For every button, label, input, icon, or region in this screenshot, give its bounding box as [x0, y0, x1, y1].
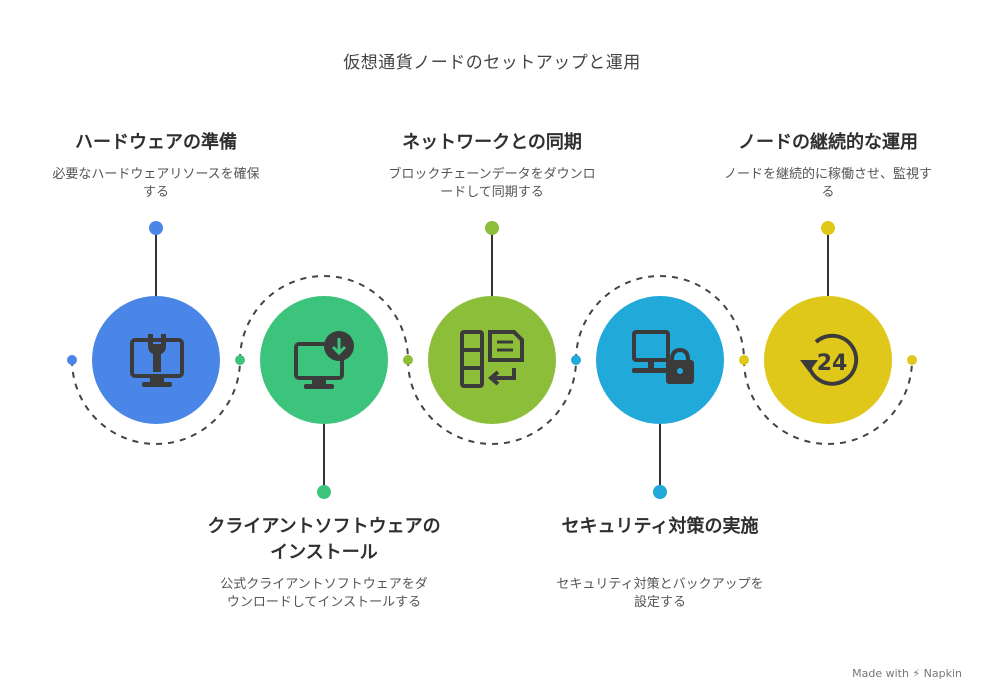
- monitor-wrench-icon: [130, 334, 184, 387]
- step-desc-4: セキュリティ対策とバックアップを設定する: [556, 577, 764, 610]
- step-desc-5: ノードを継続的に稼働させ、監視する: [723, 167, 932, 200]
- step-title-1: ハードウェアの準備: [75, 132, 237, 153]
- stem-dot-1: [149, 221, 163, 235]
- step-desc-1: 必要なハードウェアリソースを確保する: [52, 167, 260, 200]
- junction-dot: [907, 355, 917, 365]
- step-circle-5: [764, 296, 892, 424]
- step-desc-2: 公式クライアントソフトウェアをダウンロードしてインストールする: [220, 577, 428, 610]
- step-desc-3: ブロックチェーンデータをダウンロードして同期する: [388, 167, 596, 200]
- stem-dot-5: [821, 221, 835, 235]
- stem-dot-4: [653, 485, 667, 499]
- computer-lock-icon: [632, 330, 694, 384]
- dashed-connector-2: [239, 275, 409, 361]
- step-title-5: ノードの継続的な運用: [738, 132, 918, 153]
- junction-dot: [403, 355, 413, 365]
- dashed-connector-1: [71, 359, 241, 445]
- step-title-4: セキュリティ対策の実施: [561, 516, 759, 537]
- step-title-3: ネットワークとの同期: [402, 132, 582, 153]
- junction-dot: [739, 355, 749, 365]
- stem-dot-3: [485, 221, 499, 235]
- step-circle-2: [260, 296, 388, 424]
- napkin-credit: Made with ⚡ Napkin: [852, 667, 962, 680]
- svg-text:24: 24: [817, 351, 848, 376]
- dashed-connector-4: [575, 275, 745, 361]
- 24h-cycle-icon: 24: [800, 333, 859, 386]
- dashed-connector-5: [743, 359, 913, 445]
- monitor-download-icon: [294, 331, 354, 389]
- step-title-2: クライアントソフトウェアのインストール: [207, 516, 441, 563]
- junction-dot: [571, 355, 581, 365]
- blocks-sync-icon: [460, 330, 524, 388]
- stem-dot-2: [317, 485, 331, 499]
- dashed-connector-3: [407, 359, 577, 445]
- junction-dot: [235, 355, 245, 365]
- junction-dot: [67, 355, 77, 365]
- diagram-title: 仮想通貨ノードのセットアップと運用: [343, 53, 641, 73]
